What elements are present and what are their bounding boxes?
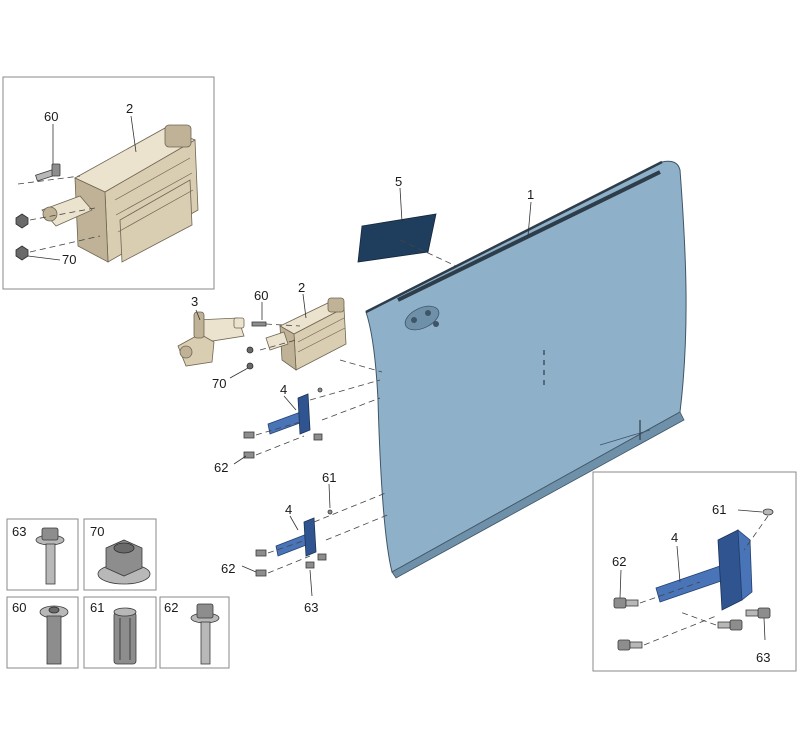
callout-main-3: 3 <box>191 294 198 309</box>
fastener-legend: 63 70 60 61 <box>6 518 230 669</box>
callout-inset-top-2: 2 <box>126 101 133 116</box>
bolt-62-upper <box>243 451 255 459</box>
lower-hinge-4 <box>255 491 391 577</box>
callout-lower-62: 62 <box>221 561 235 576</box>
bolt-63-detail-1 <box>717 619 743 631</box>
callout-main-5: 5 <box>395 174 402 189</box>
bolt-lower-2 <box>317 553 327 561</box>
inset-right-frame <box>592 471 797 672</box>
fastener-box-62 <box>159 596 230 669</box>
callout-main-2: 2 <box>298 280 305 295</box>
callout-lower-4: 4 <box>285 502 292 517</box>
nut-70-main <box>246 362 254 370</box>
trim-panel-5 <box>357 213 457 267</box>
fastener-label-61: 61 <box>90 600 104 615</box>
callout-inset-right-63: 63 <box>756 650 770 665</box>
callout-main-60: 60 <box>254 288 268 303</box>
callout-inset-right-62: 62 <box>612 554 626 569</box>
upper-hinge-4 <box>243 379 381 459</box>
callout-inset-top-60: 60 <box>44 109 58 124</box>
callout-inset-top-70: 70 <box>62 252 76 267</box>
bolt-60-inset <box>35 163 61 182</box>
door-check-arm-3 <box>177 311 245 367</box>
bolt-62-icon <box>190 603 220 665</box>
bolt-upper-2 <box>313 433 323 441</box>
bolt-60-main <box>251 321 267 327</box>
inset-hinge-detail: 61 4 62 63 <box>592 471 797 672</box>
callout-lower-63: 63 <box>304 600 318 615</box>
door-check-2-detail <box>41 124 199 263</box>
bolt-62-detail-2 <box>617 639 643 651</box>
bolt-62-detail-1 <box>613 597 639 609</box>
stud-61-icon <box>113 607 137 665</box>
bolt-63-lower <box>305 561 315 569</box>
nut-70-icon <box>97 539 151 585</box>
bolt-63-detail-2 <box>745 607 771 619</box>
callout-main-70: 70 <box>212 376 226 391</box>
inset-door-check: 60 2 70 <box>2 76 215 290</box>
fastener-label-62: 62 <box>164 600 178 615</box>
pin-61-detail <box>762 508 774 516</box>
callout-upper-4: 4 <box>280 382 287 397</box>
main-callouts: 3 60 2 70 5 1 4 62 61 4 62 63 <box>191 174 534 615</box>
pin-61 <box>327 509 333 515</box>
door-check-2 <box>265 297 347 371</box>
callout-upper-62: 62 <box>214 460 228 475</box>
fastener-label-63: 63 <box>12 524 26 539</box>
callout-main-1: 1 <box>527 187 534 202</box>
nut-main-1 <box>246 346 254 354</box>
pin-upper <box>317 387 323 393</box>
fastener-label-70: 70 <box>90 524 104 539</box>
callout-main-61: 61 <box>322 470 336 485</box>
bolt-63-icon <box>35 527 65 585</box>
fastener-label-60: 60 <box>12 600 26 615</box>
callout-inset-right-4: 4 <box>671 530 678 545</box>
bolt-60-icon <box>39 605 69 665</box>
door-panel-1 <box>365 160 687 579</box>
nut-inset-1 <box>15 213 29 229</box>
hinge-4-detail <box>655 529 753 611</box>
callout-inset-right-61: 61 <box>712 502 726 517</box>
bolt-lower-1 <box>255 549 267 557</box>
bolt-62-lower <box>255 569 267 577</box>
bolt-upper-1 <box>243 431 255 439</box>
